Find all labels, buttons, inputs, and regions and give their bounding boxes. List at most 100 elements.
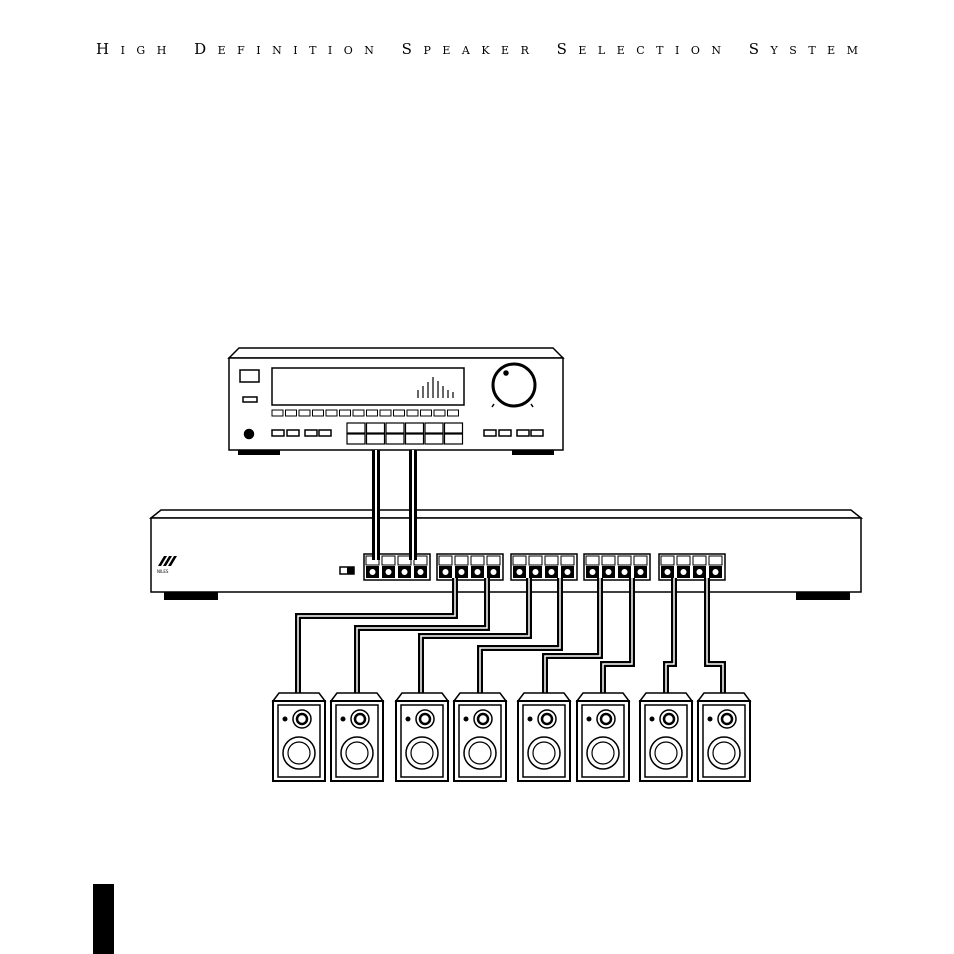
speaker [454,693,506,781]
woofer-cone [533,742,555,764]
speaker-screw [587,717,591,721]
selector-foot [796,592,850,600]
receiver-button[interactable] [531,430,543,436]
tweeter-dome [601,714,611,724]
receiver-keypad-button[interactable] [367,423,385,433]
terminal-screw-head [475,569,481,575]
receiver-function-button[interactable] [272,410,283,416]
terminal-screw-head [459,569,465,575]
receiver-button[interactable] [319,430,331,436]
terminal-tab [693,556,706,565]
receiver-keypad-button[interactable] [425,434,443,444]
speaker [577,693,629,781]
speaker-screw [283,717,287,721]
receiver-function-button[interactable] [313,410,324,416]
speaker-wire [545,578,600,695]
receiver-button[interactable] [272,430,284,436]
speaker-wire-core [421,578,529,695]
receiver-function-button[interactable] [286,410,297,416]
speaker [640,693,692,781]
terminal-screw-head [370,569,376,575]
speaker-top [577,693,629,701]
terminal-tab [709,556,722,565]
terminal-screw-head [491,569,497,575]
receiver-foot [238,450,280,455]
terminal-screw-head [533,569,539,575]
speaker-screw [464,717,468,721]
receiver-function-button[interactable] [434,410,445,416]
terminal-screw-head [443,569,449,575]
speaker-top [396,693,448,701]
terminal-tab [661,556,674,565]
terminal-tab [618,556,631,565]
woofer-cone [469,742,491,764]
receiver-function-button[interactable] [299,410,310,416]
speaker-output-terminal-block [511,554,577,580]
speaker-top [518,693,570,701]
speaker-top [698,693,750,701]
speaker-screw [406,717,410,721]
speaker [518,693,570,781]
receiver-function-button[interactable] [340,410,351,416]
receiver-function-button[interactable] [448,410,459,416]
receiver-keypad-button[interactable] [406,423,424,433]
terminal-tab [561,556,574,565]
receiver-function-button[interactable] [407,410,418,416]
speaker-wire [603,578,632,695]
receiver-keypad-button[interactable] [347,423,365,433]
receiver-keypad-button[interactable] [386,423,404,433]
speaker-selector [151,510,861,592]
receiver-keypad-button[interactable] [367,434,385,444]
terminal-tab [677,556,690,565]
terminal-tab [487,556,500,565]
receiver-keypad-button[interactable] [386,434,404,444]
receiver-keypad-button[interactable] [445,423,463,433]
receiver-function-button[interactable] [394,410,405,416]
terminal-blocks [364,554,725,580]
receiver-keypad-button[interactable] [347,434,365,444]
terminal-tab [586,556,599,565]
woofer-cone [655,742,677,764]
power-button-icon[interactable] [245,430,254,439]
speaker-top [331,693,383,701]
speaker-output-terminal-block [659,554,725,580]
receiver-button[interactable] [499,430,511,436]
speaker [396,693,448,781]
woofer-cone [288,742,310,764]
receiver-keypad-button[interactable] [425,423,443,433]
terminal-screw-head [590,569,596,575]
page-tab-marker [93,884,114,954]
terminal-tab [382,556,395,565]
receiver-button[interactable] [517,430,529,436]
receiver-slot-button[interactable] [243,397,257,402]
receiver-keypad-button[interactable] [406,434,424,444]
speaker-output-terminal-block [584,554,650,580]
tweeter-dome [478,714,488,724]
receiver-button[interactable] [484,430,496,436]
volume-knob-icon[interactable] [493,364,535,406]
receiver-function-button[interactable] [380,410,391,416]
selector-front-panel [151,518,861,592]
receiver-function-button[interactable] [421,410,432,416]
terminal-tab [471,556,484,565]
receiver-function-button[interactable] [367,410,378,416]
receiver-keypad-button[interactable] [445,434,463,444]
woofer-cone [411,742,433,764]
speaker-top [454,693,506,701]
receiver-function-button[interactable] [326,410,337,416]
terminal-screw-head [606,569,612,575]
speaker-output-terminal-block [437,554,503,580]
receiver-button[interactable] [305,430,317,436]
receiver-button[interactable] [287,430,299,436]
speakers [273,693,750,781]
tweeter-dome [664,714,674,724]
speaker [273,693,325,781]
speaker-wire-core [603,578,632,695]
receiver-small-button[interactable] [240,370,259,382]
speaker-wire [666,578,674,695]
receiver-top [229,348,563,358]
terminal-screw-head [386,569,392,575]
receiver-function-button[interactable] [353,410,364,416]
speaker [698,693,750,781]
